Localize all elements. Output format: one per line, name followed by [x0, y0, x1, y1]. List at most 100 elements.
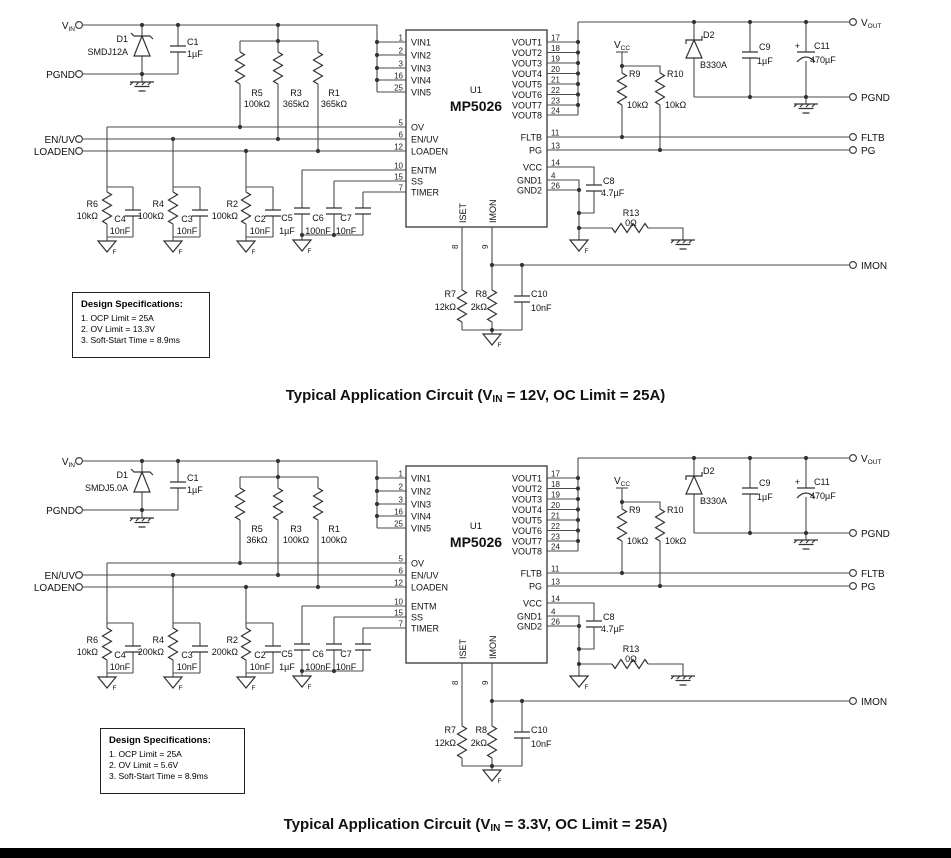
chip-pin-number: 8	[451, 244, 460, 249]
label-R6-value: 10kΩ	[77, 211, 99, 221]
chip-pin-name: GND2	[517, 186, 542, 196]
junction-dot	[575, 39, 581, 45]
label-D1-value: SMDJ12A	[87, 47, 128, 57]
label-R13-ref: R13	[623, 644, 640, 654]
ground-triangle-symbol	[481, 333, 503, 346]
junction-dot	[374, 501, 380, 507]
earth-ground-symbol	[670, 675, 695, 686]
ground-triangle-symbol	[481, 769, 503, 782]
chip-pin-name: VIN1	[411, 474, 431, 484]
label-C7-value: 10nF	[336, 226, 357, 236]
chip-pin-name: VIN5	[411, 524, 431, 534]
chip-pin-name: OV	[411, 123, 424, 133]
chip-pin-number: 21	[551, 512, 560, 521]
junction-dot	[575, 475, 581, 481]
junction-dot	[576, 646, 582, 652]
chip-pin-number: 17	[551, 470, 560, 479]
chip-pin-name: VOUT8	[512, 111, 542, 121]
ground-triangle-symbol	[291, 675, 313, 688]
design-specs-title: Design Specifications:	[109, 735, 211, 746]
chip-pin-number: 19	[551, 491, 560, 500]
chip-pin-name: TIMER	[411, 188, 439, 198]
ground-triangle-symbol	[291, 239, 313, 252]
capacitor-C2-symbol	[265, 209, 281, 217]
caption-text: = 3.3V, OC Limit = 25A)	[500, 816, 668, 833]
label-C4-ref: C4	[114, 214, 126, 224]
label-C11-polarity: +	[795, 477, 800, 487]
label-C6-ref: C6	[312, 213, 324, 223]
chip-pin-number: 6	[399, 131, 404, 140]
ground-triangle-symbol	[235, 240, 257, 253]
port-imon-label: IMON	[861, 697, 887, 708]
design-spec-item: 2. OV Limit = 5.6V	[109, 760, 179, 770]
capacitor-C1-symbol	[170, 45, 186, 53]
junction-dot	[575, 92, 581, 97]
capacitor-C2-symbol	[265, 645, 281, 653]
chip-pin-name: VIN2	[411, 487, 431, 497]
chip-pin-number: 4	[551, 608, 556, 617]
label-R1-value: 365kΩ	[321, 99, 348, 109]
chip-pin-number: 26	[551, 618, 560, 627]
chip-pin-name: GND1	[517, 612, 542, 622]
label-D2-ref: D2	[703, 30, 715, 40]
junction-dot	[803, 19, 809, 25]
label-C5-ref: C5	[281, 213, 293, 223]
port-imon-label: IMON	[861, 261, 887, 272]
junction-dot	[619, 134, 625, 140]
ground-flag-label: F	[252, 249, 256, 256]
earth-ground-symbol	[129, 517, 154, 528]
capacitor-C3-symbol	[192, 645, 208, 653]
junction-dot	[691, 455, 697, 461]
chip-pin-number: 13	[551, 142, 560, 151]
junction-dot	[374, 52, 380, 58]
label-C4-value: 10nF	[110, 662, 131, 672]
resistor-R9-symbol	[616, 72, 628, 106]
polarized-capacitor-C11-symbol	[796, 56, 816, 63]
label-D1-ref: D1	[116, 470, 128, 480]
label-R8-value: 2kΩ	[471, 302, 488, 312]
junction-dot	[374, 513, 380, 519]
label-R4-ref: R4	[152, 199, 164, 209]
chip-ref-label: U1	[470, 521, 482, 532]
junction-dot	[374, 39, 380, 45]
junction-dot	[139, 22, 145, 28]
junction-dot	[575, 81, 581, 87]
port-pgnd-left-label: PGND	[46, 70, 75, 81]
junction-dot	[170, 136, 176, 142]
label-R13-ref: R13	[623, 208, 640, 218]
junction-dot	[175, 22, 181, 28]
label-R3-ref: R3	[290, 88, 302, 98]
resistor-R10-symbol	[654, 508, 666, 542]
capacitor-C4-symbol	[125, 209, 141, 217]
junction-dot	[619, 63, 625, 69]
chip-pin-name: VOUT7	[512, 537, 542, 547]
chip-pin-number: 2	[399, 483, 404, 492]
chip-pin-name: VIN3	[411, 500, 431, 510]
chip-pin-name: GND2	[517, 622, 542, 632]
chip-pin-number: 24	[551, 107, 560, 116]
port-fltb-label: FLTB	[861, 569, 885, 580]
junction-dot	[275, 572, 281, 578]
schottky-diode-D2-symbol	[685, 472, 703, 480]
chip-pin-number: 10	[394, 162, 403, 171]
chip-pin-name: VOUT4	[512, 505, 542, 515]
junction-dot	[575, 538, 581, 544]
caption-circuit-2: Typical Application Circuit (VIN = 3.3V,…	[0, 816, 951, 834]
resistor-R3-symbol	[272, 487, 284, 521]
ground-flag-label: F	[498, 778, 502, 785]
chip-pin-name: VOUT2	[512, 48, 542, 58]
chip-part-label: MP5026	[450, 98, 502, 114]
earth-ground-symbol	[793, 103, 818, 114]
port-imon	[848, 261, 857, 270]
chip-pin-number: 22	[551, 86, 560, 95]
chip-pin-name: EN/UV	[411, 135, 439, 145]
junction-dot	[275, 38, 281, 44]
chip-pin-name: VIN5	[411, 88, 431, 98]
port-vout-label: VOUT	[861, 454, 881, 466]
junction-dot	[275, 22, 281, 28]
junction-dot	[803, 530, 809, 536]
port-pgnd-right	[848, 528, 857, 537]
label-R6-value: 10kΩ	[77, 647, 99, 657]
